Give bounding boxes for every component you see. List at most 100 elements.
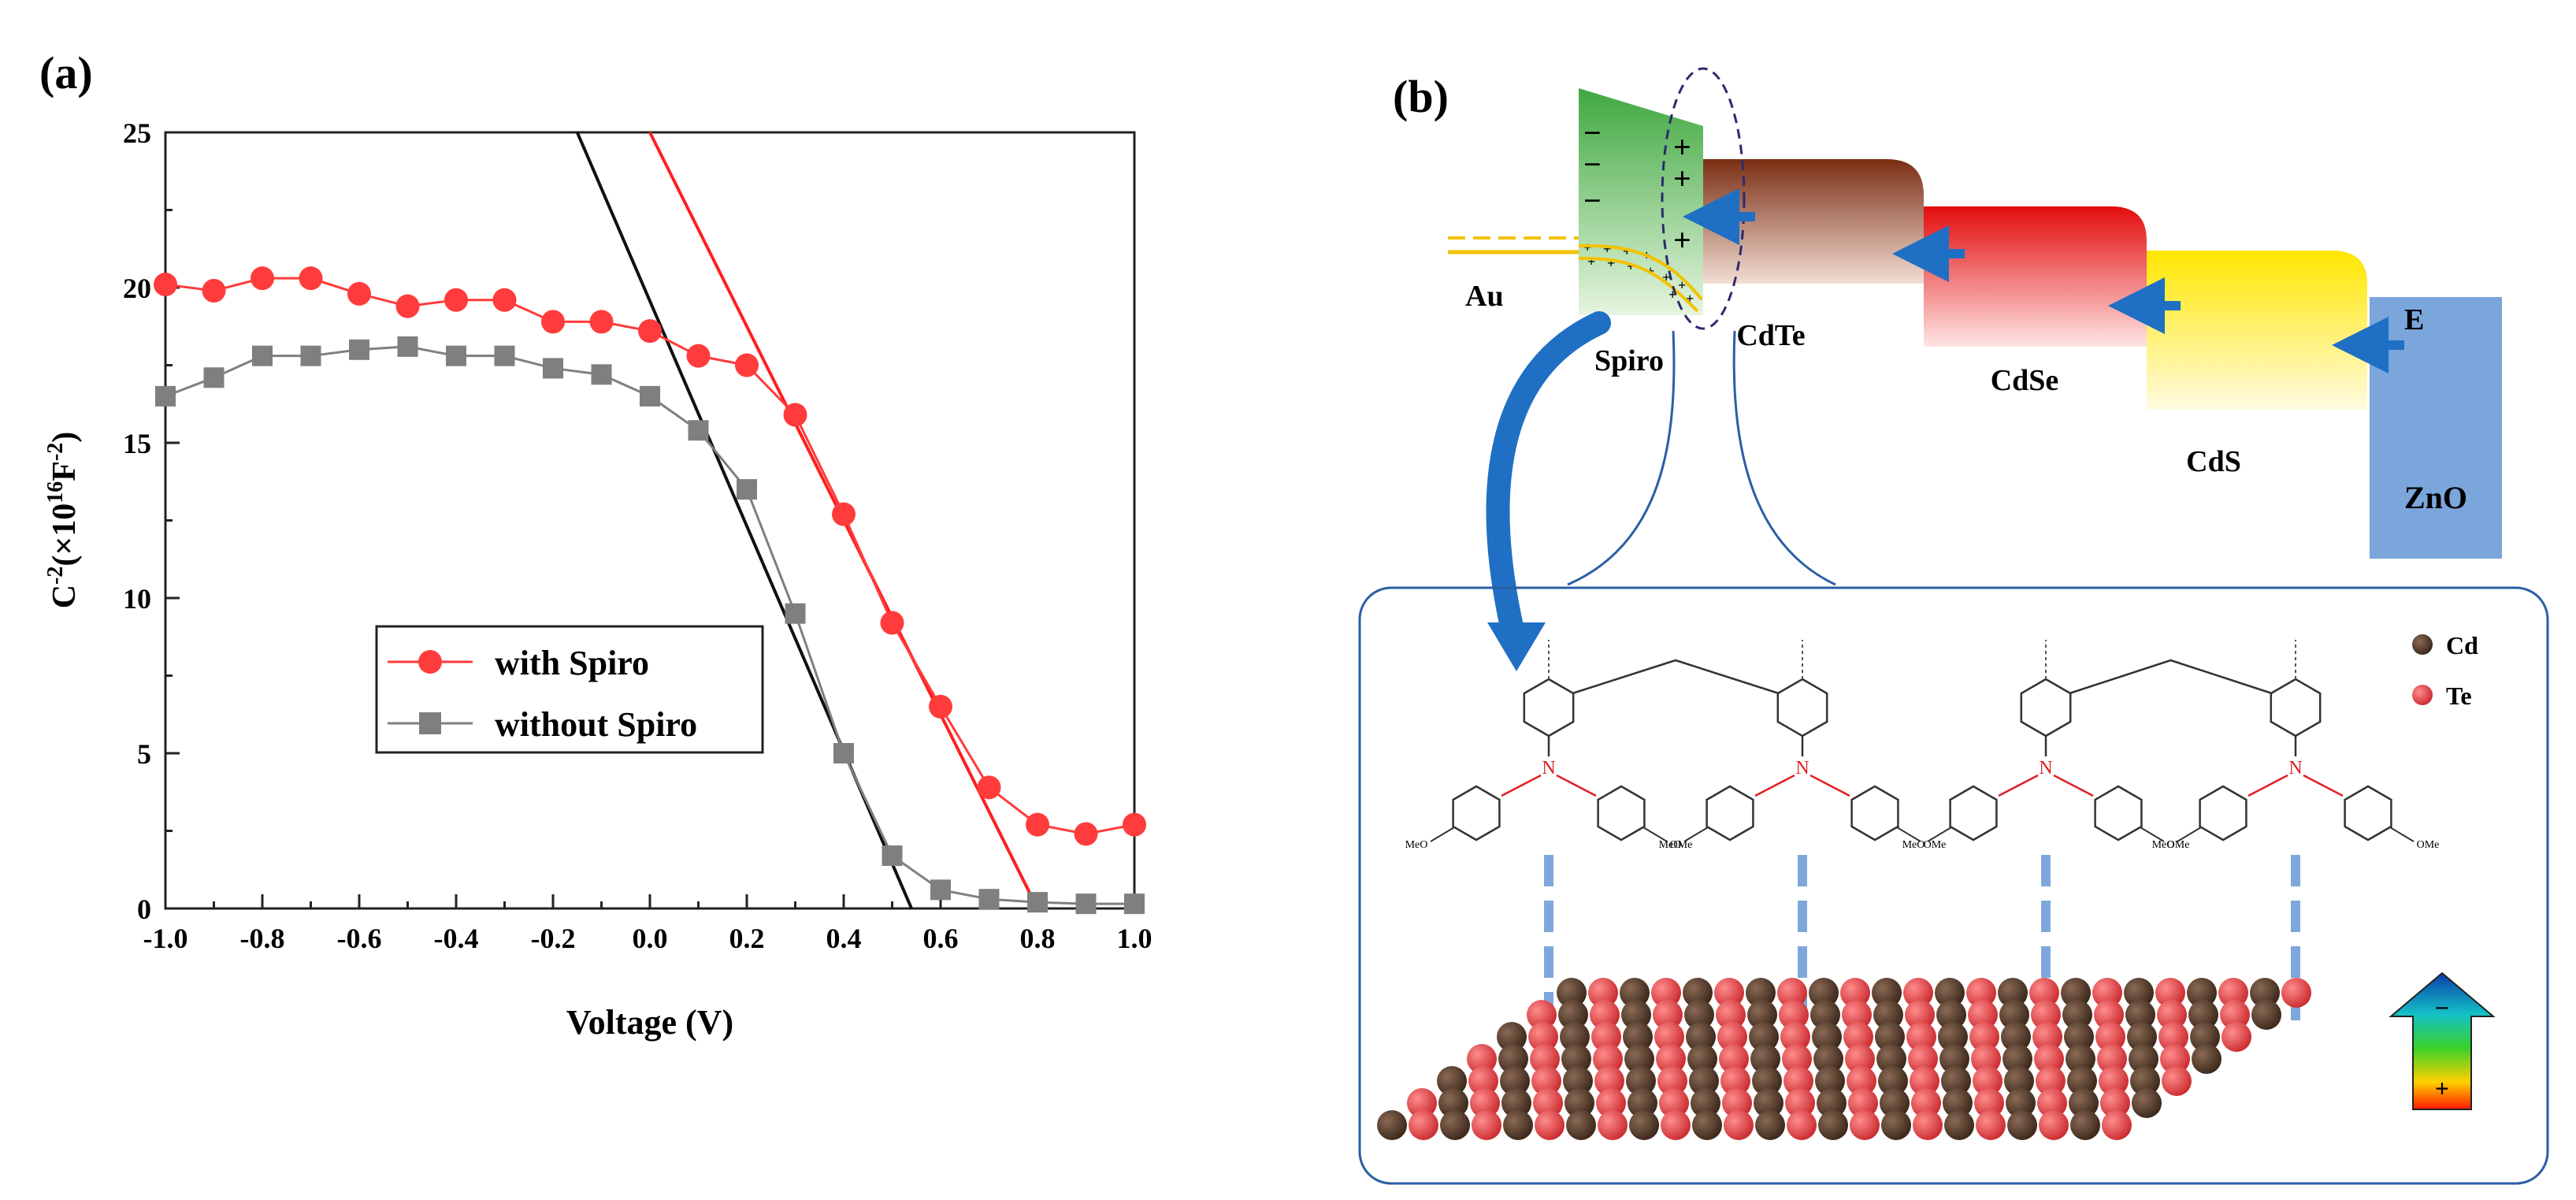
cd-atom-legend-marker: [2412, 634, 2433, 655]
methoxy-label: OMe: [1670, 839, 1693, 851]
cd-atom: [1746, 978, 1776, 1008]
data-point-without-spiro: [591, 364, 612, 385]
energy-scale-arrow: − +: [2389, 972, 2496, 1110]
scale-minus: −: [2435, 994, 2449, 1022]
data-point-without-spiro: [155, 385, 176, 407]
cd-atom: [1621, 1000, 1651, 1030]
series-line: [165, 345, 1134, 905]
legend-marker-without-spiro: [419, 712, 441, 734]
right-phenyl-ring: [1850, 785, 1899, 841]
scale-plus: +: [2435, 1074, 2449, 1102]
methoxy-label: OMe: [2167, 839, 2190, 851]
data-point-with-spiro: [1026, 812, 1049, 837]
te-atom: [1654, 1022, 1684, 1052]
top-phenyl-ring: [2270, 678, 2322, 737]
small-plus-charge: +: [1668, 287, 1676, 303]
te-atom: [2034, 1044, 2064, 1074]
te-atom: [1784, 1066, 1813, 1096]
cd-atom: [2129, 1044, 2158, 1074]
cd-atom: [1626, 1066, 1656, 1096]
left-phenyl-ring: [1949, 785, 1998, 841]
cd-atom: [1497, 1022, 1527, 1052]
te-atom: [2095, 1022, 2125, 1052]
te-atom: [1908, 1044, 1938, 1074]
te-atom: [1779, 1000, 1809, 1030]
te-atom: [1593, 1044, 1623, 1074]
cd-atom: [1872, 978, 1902, 1008]
cd-atom: [1881, 1110, 1911, 1140]
bond: [2140, 827, 2165, 842]
cd-atom: [2124, 978, 2154, 1008]
cd-atom: [1873, 1000, 1903, 1030]
bond: [2248, 774, 2288, 797]
cd-atom: [1565, 1088, 1594, 1118]
data-point-without-spiro: [1075, 893, 1097, 915]
data-point-with-spiro: [395, 294, 420, 318]
cd-atom: [1875, 1022, 1905, 1052]
cd-atom: [1557, 978, 1587, 1008]
te-atom: [1717, 1022, 1747, 1052]
cd-atom: [2251, 1000, 2281, 1030]
small-plus-charge: +: [1662, 269, 1670, 285]
band-bend-line: [1578, 256, 1699, 313]
data-point-without-spiro: [494, 345, 515, 366]
cd-atom: [2250, 978, 2280, 1008]
minus-charge: −: [1583, 147, 1602, 182]
bond: [1683, 827, 1709, 842]
top-phenyl-ring: [1776, 678, 1828, 737]
te-atom: [1722, 1088, 1752, 1118]
data-point-without-spiro: [978, 889, 1000, 910]
cd-atom: [1563, 1066, 1593, 1096]
data-point-with-spiro: [1074, 822, 1098, 846]
panel-b: (b) ZnO CdS CdSe CdTe Spiro − − − + + + …: [1358, 67, 2549, 1185]
cd-atom: [1561, 1044, 1591, 1074]
cd-atom: [2070, 1110, 2100, 1140]
te-atom: [1968, 1000, 1998, 1030]
te-atom: [1976, 1110, 2006, 1140]
cd-atom: [1818, 1110, 1848, 1140]
cd-atom: [2130, 1066, 2160, 1096]
methoxy-label: OMe: [1924, 839, 1947, 851]
te-atom: [1913, 1110, 1943, 1140]
cd-atom: [1566, 1110, 1596, 1140]
te-atom: [1407, 1088, 1437, 1118]
bond: [1998, 774, 2039, 797]
cd-atom: [2062, 1000, 2092, 1030]
left-phenyl-ring: [1706, 785, 1754, 841]
cd-atom: [1878, 1066, 1908, 1096]
field-arrows: [1683, 188, 2404, 373]
te-atom: [1724, 1110, 1754, 1140]
cd-atom: [1752, 1066, 1782, 1096]
left-phenyl-ring: [1452, 785, 1501, 841]
minus-charge: −: [1583, 115, 1602, 150]
te-atom: [1591, 1022, 1621, 1052]
data-point-without-spiro: [833, 743, 854, 763]
cd-atom: [1558, 1000, 1588, 1030]
small-plus-charge: +: [1607, 255, 1615, 271]
methoxy-label: MeO: [1659, 839, 1682, 851]
bond: [2177, 827, 2202, 842]
cd-atom: [1560, 1022, 1590, 1052]
cd-atom: [1691, 1088, 1720, 1118]
cd-atom: [1686, 1022, 1716, 1052]
small-plus-charge: +: [1603, 241, 1611, 257]
bond: [2053, 774, 2094, 797]
cd-atom: [1623, 1022, 1653, 1052]
te-atom: [1533, 1088, 1563, 1118]
te-atom: [1594, 1066, 1624, 1096]
spiro-bridge-bond: [2069, 659, 2273, 695]
data-point-with-spiro: [735, 353, 759, 377]
cd-atom: [2066, 1044, 2095, 1074]
te-atom: [1409, 1110, 1438, 1140]
cd-atom: [1998, 978, 2028, 1008]
te-atom: [1470, 1088, 1500, 1118]
cd-atom: [1747, 1000, 1777, 1030]
bond: [1642, 827, 1668, 842]
cd-atom: [1440, 1110, 1470, 1140]
cd-atom: [2127, 1022, 2157, 1052]
cd-atom: [1500, 1066, 1530, 1096]
cd-atom: [1755, 1110, 1785, 1140]
cd-atom: [1437, 1066, 1467, 1096]
